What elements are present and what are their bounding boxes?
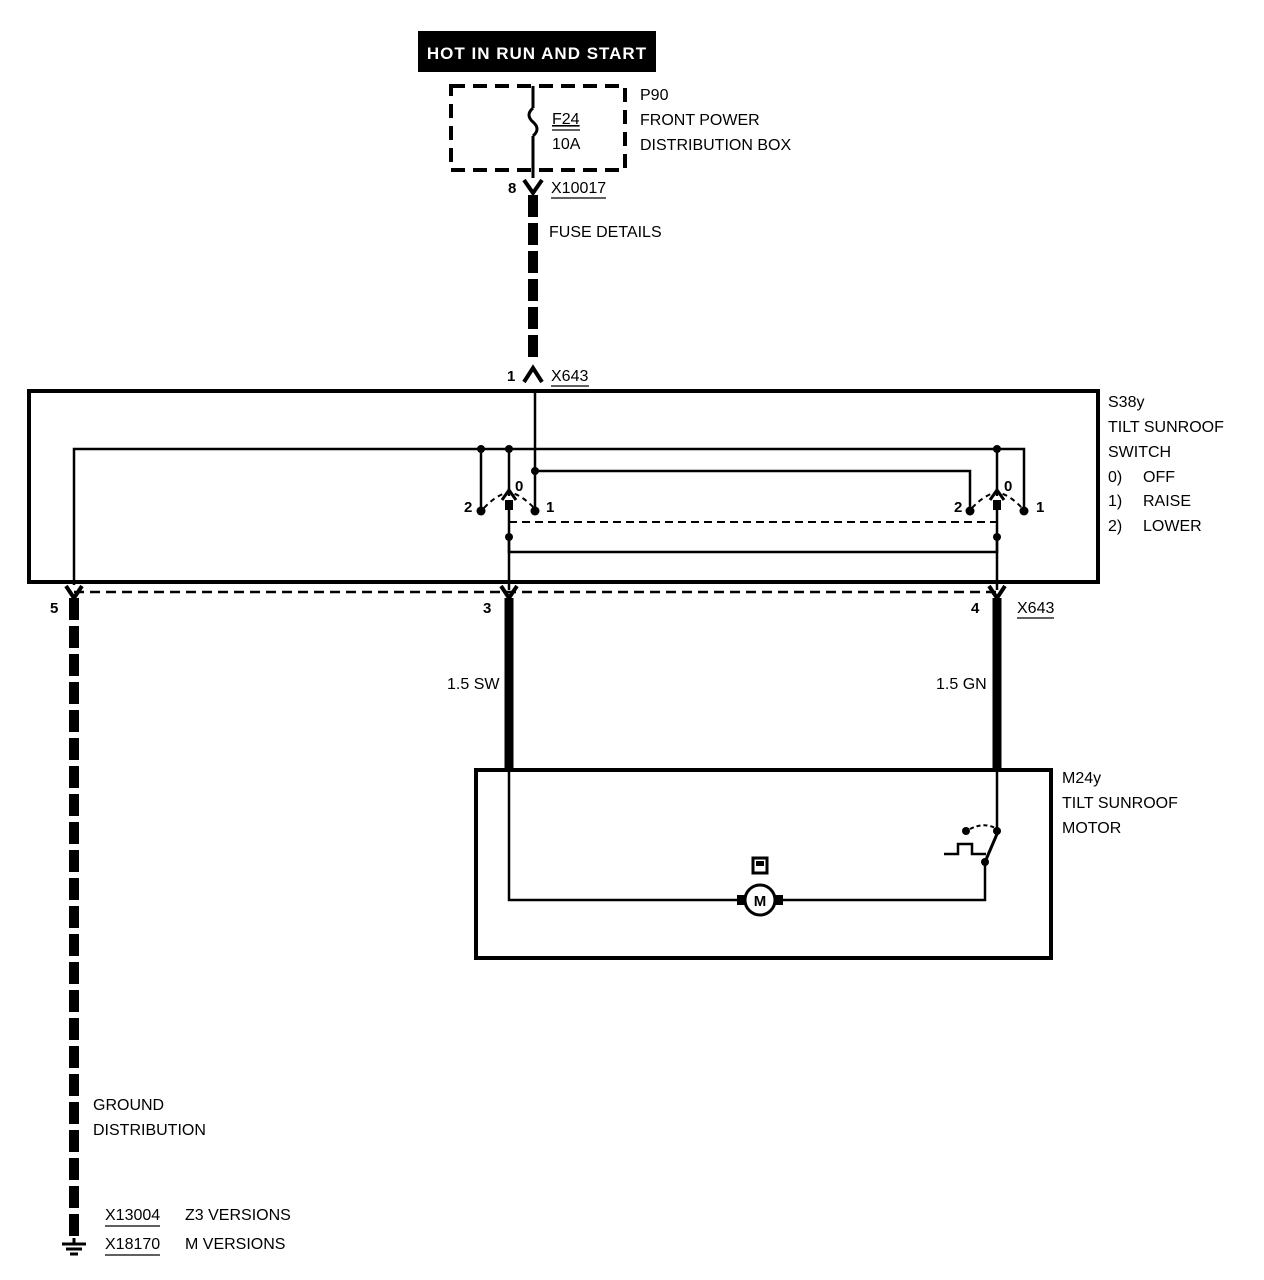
motor-name-1: TILT SUNROOF [1062,795,1178,812]
left-contact-pos-2: 2 [464,499,472,516]
ground-desc-1: Z3 VERSIONS [185,1207,291,1224]
left-contact-pos-0: 0 [515,478,523,495]
fuse-icon [527,86,539,178]
limit-switch-icon [944,824,1001,866]
switch-common-bar [507,537,999,554]
switch-out-pin-3: 3 [483,600,491,617]
right-contact-pos-2: 2 [954,499,962,516]
connector-x643-in-icon [522,364,544,384]
switch-box [27,389,1100,584]
switch-out-connector: X643 [1017,600,1054,617]
motor-icon: M [737,856,783,917]
motor-internal-wiring [507,770,999,902]
ground-label-1: GROUND [93,1097,164,1114]
motor-box [474,768,1053,960]
switch-out-pin-5: 5 [50,600,58,617]
power-source-label: HOT IN RUN AND START [418,31,656,72]
switch-input-pin: 1 [507,368,515,385]
ground-label-2: DISTRIBUTION [93,1122,206,1139]
switch-pos-1-label: RAISE [1143,493,1191,510]
switch-contact-right [965,487,1029,516]
switch-pos-1-num: 1) [1108,493,1122,510]
power-source-text: HOT IN RUN AND START [427,44,647,63]
fuse-rating: 10A [552,136,581,153]
switch-input-connector: X643 [551,368,588,385]
motor-id: M24y [1062,770,1101,787]
fuse-box [449,84,627,172]
fuse-pin: 8 [508,180,516,197]
ground-connector-2: X18170 [105,1236,160,1253]
ground-connector-1: X13004 [105,1207,160,1224]
switch-id: S38y [1108,394,1144,411]
switch-pos-2-num: 2) [1108,518,1122,535]
fuse-connector: X10017 [551,180,606,197]
switch-pos-0-num: 0) [1108,469,1122,486]
fuse-id: F24 [552,111,580,128]
switch-name-2: SWITCH [1108,444,1171,461]
motor-name-2: MOTOR [1062,820,1121,837]
fuse-details-link: FUSE DETAILS [549,224,662,241]
switch-out-pin-4: 4 [971,600,980,617]
left-contact-pos-1: 1 [546,499,554,516]
switch-contact-left [476,487,540,516]
wire-left-label: 1.5 SW [447,676,500,693]
fuse-box-id: P90 [640,87,669,104]
right-contact-pos-1: 1 [1036,499,1044,516]
fuse-box-name-2: DISTRIBUTION BOX [640,137,791,154]
motor-symbol-letter: M [754,893,767,910]
right-contact-pos-0: 0 [1004,478,1012,495]
wire-right-label: 1.5 GN [936,676,987,693]
ground-desc-2: M VERSIONS [185,1236,285,1253]
fuse-box-name-1: FRONT POWER [640,112,760,129]
switch-internal-wiring [72,391,1026,590]
switch-pos-0-label: OFF [1143,469,1175,486]
switch-name-1: TILT SUNROOF [1108,419,1224,436]
ground-icon [62,1238,86,1256]
switch-pos-2-label: LOWER [1143,518,1202,535]
junction-dots [477,445,1001,541]
connector-x10017-icon [522,178,544,197]
